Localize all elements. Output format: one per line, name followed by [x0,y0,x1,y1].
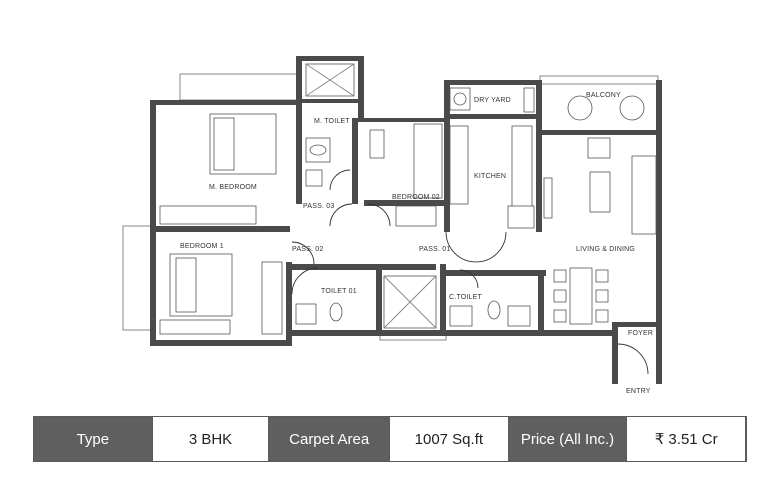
price-value: ₹ 3.51 Cr [626,417,747,461]
label-bedroom-02: BEDROOM 02 [392,194,440,201]
label-entry: ENTRY [626,388,651,395]
carpet-area-label: Carpet Area [269,417,389,461]
label-dry-yard: DRY YARD [474,97,511,104]
ledge-left [122,225,152,331]
ledge-top-left [179,73,299,101]
label-toilet-01: TOILET 01 [321,288,357,295]
furniture [159,63,657,335]
label-m-bedroom: M. BEDROOM [209,184,257,191]
label-foyer: FOYER [628,330,653,337]
price-label: Price (All Inc.) [508,417,627,461]
label-bedroom-1: BEDROOM 1 [180,243,224,250]
ledge-top-right [539,75,659,85]
type-label: Type [34,417,152,461]
label-c-toilet: C.TOILET [449,294,483,301]
label-balcony: BALCONY [586,92,621,99]
label-living-dining: LIVING & DINING [576,246,635,253]
label-kitchen: KITCHEN [474,173,506,180]
carpet-area-value: 1007 Sq.ft [389,417,509,461]
label-pass-03: PASS. 03 [303,203,334,210]
doors [291,169,649,375]
walls [150,56,662,384]
label-m-toilet: M. TOILET [314,118,350,125]
floor-plan: M. TOILET DRY YARD BALCONY M. BEDROOM BE… [122,56,662,395]
type-value: 3 BHK [151,417,270,461]
label-pass-02: PASS. 02 [292,246,323,253]
room-labels: M. TOILET DRY YARD BALCONY M. BEDROOM BE… [180,92,653,395]
label-pass-01: PASS. 01 [419,246,450,253]
specs-table: Type 3 BHK Carpet Area 1007 Sq.ft Price … [33,416,747,462]
